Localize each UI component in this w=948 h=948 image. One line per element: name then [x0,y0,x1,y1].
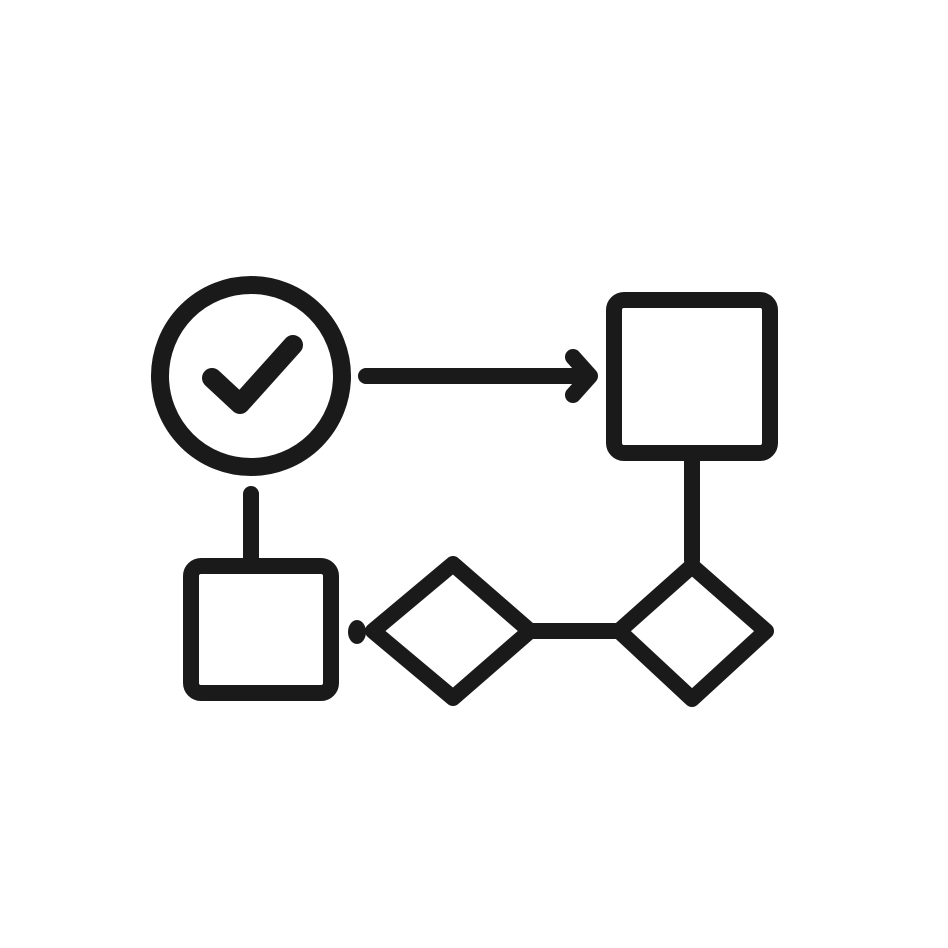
arrow-tip-left [348,620,366,644]
checkmark-icon [202,335,303,414]
start-node[interactable] [151,276,351,476]
process-node-bottom-left[interactable] [183,558,339,701]
arrow-start-to-top-square [358,349,598,403]
start-circle [151,276,351,476]
arrow-head [565,349,598,403]
process-node-top-right[interactable] [606,292,778,461]
decision-node-left[interactable] [365,556,538,706]
decision-node-right[interactable] [611,558,774,707]
